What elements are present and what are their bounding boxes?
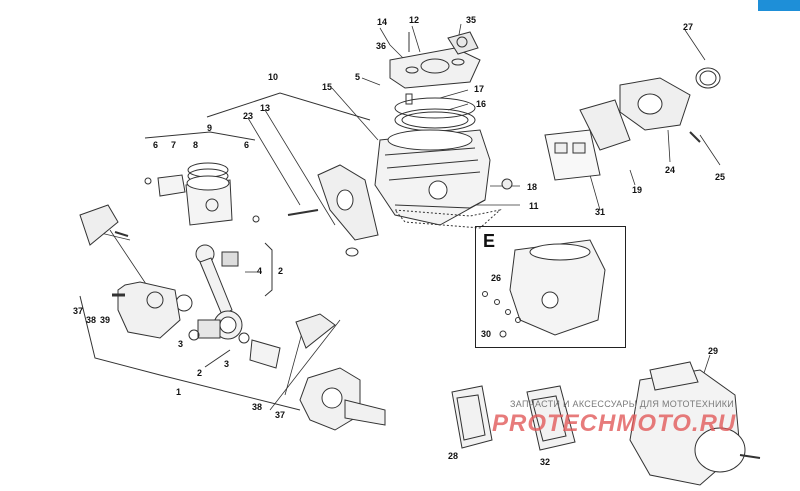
part-label-2: 2: [278, 266, 284, 276]
crankshaft-left: [79, 204, 181, 339]
part-label-25: 25: [715, 172, 726, 182]
engine-assembly-29: [629, 361, 761, 486]
part-label-5: 5: [355, 72, 361, 82]
part-label-37: 37: [275, 410, 286, 420]
part-label-2: 2: [197, 368, 203, 378]
watermark-caption: ЗАПЧАСТИ И АКСЕССУАРЫ ДЛЯ МОТОТЕХНИКИ: [510, 399, 735, 409]
cylinder: [374, 129, 502, 229]
part-label-30: 30: [481, 329, 492, 339]
part-label-8: 8: [193, 140, 199, 150]
gasket-bag-28: [451, 385, 493, 449]
part-label-28: 28: [448, 451, 459, 461]
part-label-37: 37: [73, 306, 84, 316]
inset-box: [475, 226, 626, 348]
piston-assembly: [144, 162, 260, 226]
connecting-rod: [195, 244, 243, 340]
bolt-23: [287, 209, 319, 216]
part-label-14: 14: [377, 17, 388, 27]
group-brackets: [79, 92, 371, 411]
nut-18: [501, 178, 513, 190]
hose-clamp: [695, 67, 721, 89]
part-label-29: 29: [708, 346, 719, 356]
screw-39: [114, 231, 129, 237]
screw-25: [689, 131, 701, 143]
part-label-19: 19: [632, 185, 643, 195]
inset-label: E: [483, 231, 496, 251]
gasket-bag-32: [526, 385, 576, 451]
inset-cylinder: [482, 239, 606, 338]
part-label-38: 38: [252, 402, 263, 412]
part-label-27: 27: [683, 22, 694, 32]
part-label-4: 4: [257, 266, 263, 276]
part-label-6: 6: [244, 140, 250, 150]
part-label-31: 31: [595, 207, 606, 217]
crankshaft-right: [295, 313, 386, 431]
part-label-12: 12: [409, 15, 420, 25]
part-label-6: 6: [153, 140, 159, 150]
part-label-16: 16: [476, 99, 487, 109]
part-label-1: 1: [176, 387, 182, 397]
part-label-13: 13: [260, 103, 271, 113]
part-label-32: 32: [540, 457, 551, 467]
part-label-26: 26: [491, 273, 502, 283]
part-label-35: 35: [466, 15, 477, 25]
part-label-7: 7: [171, 140, 177, 150]
intake-manifold: [619, 77, 691, 131]
watermark-site: PROTECHMOTO.RU: [492, 410, 737, 437]
part-label-3: 3: [224, 359, 230, 369]
exhaust-flange: [317, 164, 379, 257]
part-label-10: 10: [268, 72, 279, 82]
part-label-15: 15: [322, 82, 333, 92]
part-label-3: 3: [178, 339, 184, 349]
part-label-24: 24: [665, 165, 676, 175]
cylinder-head: [389, 31, 481, 105]
corner-tab[interactable]: [758, 0, 800, 11]
part-label-18: 18: [527, 182, 538, 192]
part-label-9: 9: [207, 123, 213, 133]
part-label-38: 38: [86, 315, 97, 325]
leader-lines: [87, 23, 721, 411]
part-label-39: 39: [100, 315, 111, 325]
reed-valve: [544, 99, 631, 181]
head-gaskets: [394, 97, 476, 132]
part-label-23: 23: [243, 111, 254, 121]
part-label-36: 36: [376, 41, 387, 51]
crank-bearings: [175, 294, 281, 369]
part-label-11: 11: [529, 201, 539, 211]
part-label-17: 17: [474, 84, 485, 94]
